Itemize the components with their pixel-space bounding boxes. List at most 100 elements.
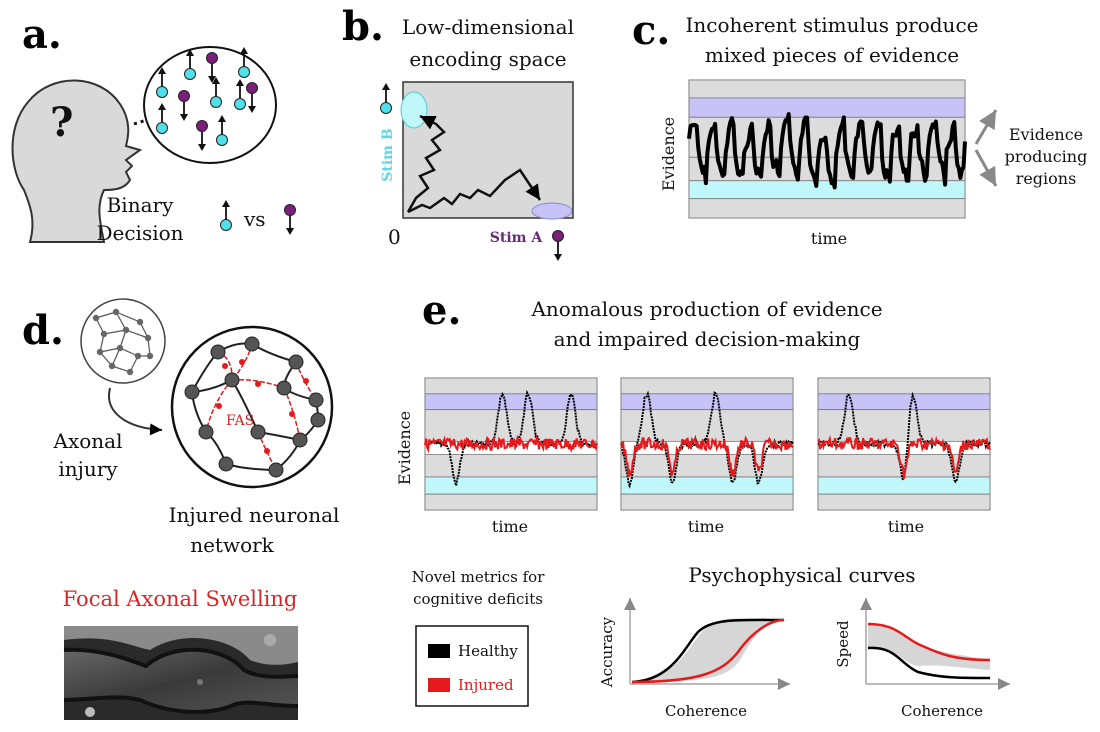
up-dot (184, 49, 196, 80)
stim-b-label: Stim B (380, 128, 396, 182)
swelling (216, 403, 222, 409)
panel-b-label: b. (342, 3, 384, 50)
injured-trace (817, 434, 991, 479)
legend-swatch-injured (428, 678, 450, 692)
down-dot (196, 120, 208, 151)
neuron (184, 384, 200, 400)
injured-network-label-2: network (190, 533, 274, 557)
up-dot (380, 83, 392, 114)
stim-b-region (400, 91, 428, 129)
swelling (255, 381, 261, 387)
neuron (288, 354, 304, 370)
neuron (250, 424, 266, 440)
speed-label: Speed (834, 620, 852, 668)
injured-network-label-1: Injured neuronal (169, 503, 340, 527)
panel-c-xlabel: time (811, 229, 847, 248)
down-dot (552, 230, 564, 261)
swelling (264, 448, 270, 454)
neuron (244, 336, 260, 352)
neuron (276, 380, 292, 396)
accuracy-healthy-curve (631, 618, 785, 684)
legend-label-injured: Injured (458, 676, 514, 694)
decision-trajectory (407, 168, 542, 214)
speed-injured-curve (867, 622, 991, 662)
down-dot (178, 90, 190, 121)
metrics-label-1: Novel metrics for (412, 568, 546, 586)
evidence-trace (687, 112, 967, 190)
panel-c-label: c. (632, 7, 670, 54)
legend-label-healthy: Healthy (458, 642, 518, 660)
axonal-injury-label-2: injury (58, 457, 118, 481)
decision-trajectory-b (406, 114, 446, 213)
coherence-label-1: Coherence (665, 702, 747, 720)
em-micrograph (63, 626, 299, 720)
panel-b-dots (380, 83, 564, 261)
binary-label-1: Binary (107, 193, 174, 217)
up-dot (220, 200, 232, 231)
panel-e-xlabel-2: time (688, 517, 724, 536)
speed-plot (860, 598, 1010, 690)
evidence-plot-3 (817, 377, 991, 511)
accuracy-injured-curve (631, 618, 785, 684)
stim-a-region (531, 202, 573, 220)
binary-choice-dots (220, 200, 296, 235)
encoding-space-box (402, 81, 574, 219)
evidence-regions-label-2: producing (1005, 147, 1088, 166)
neuron (210, 344, 226, 360)
healthy-network (92, 308, 154, 376)
healthy-network-circle (80, 298, 166, 384)
up-dot (156, 103, 168, 134)
panel-d-label: d. (22, 307, 64, 354)
injury-arrow (108, 387, 163, 436)
arrow-to-cyan-region (974, 149, 998, 187)
swelling (303, 378, 309, 384)
neuron (224, 372, 240, 388)
stim-a-label: Stim A (490, 230, 544, 246)
evidence-plot (687, 79, 967, 219)
healthy-trace (620, 390, 794, 489)
head-silhouette (11, 79, 143, 243)
injured-trace (620, 434, 794, 478)
evidence-plot-2 (620, 377, 794, 511)
down-dot (284, 204, 296, 235)
panel-e-title-2: and impaired decision-making (554, 327, 861, 351)
neuron (308, 392, 324, 408)
focal-axonal-swelling-title: Focal Axonal Swelling (63, 587, 298, 611)
evidence-regions-label-3: regions (1016, 169, 1077, 188)
neuron (268, 462, 284, 478)
up-dot (210, 77, 222, 108)
swelling (222, 363, 228, 369)
injured-trace (424, 434, 598, 454)
binary-label-2: Decision (96, 221, 183, 245)
neuron (218, 456, 234, 472)
panel-b-title-1: Low-dimensional (402, 15, 574, 39)
up-dot (216, 115, 228, 146)
legend-swatch-healthy (428, 644, 450, 658)
dot-group (156, 47, 258, 151)
evidence-plot-1 (424, 377, 598, 511)
up-dot (238, 47, 250, 78)
panel-b-title-2: encoding space (409, 47, 566, 71)
panel-a: a. ? Binary Decision vs (11, 11, 296, 245)
evidence-regions-label-1: Evidence (1009, 125, 1083, 144)
swelling (289, 411, 295, 417)
fas-label: FAS (226, 413, 254, 429)
axonal-injury-label-1: Axonal (53, 429, 123, 453)
up-dot (156, 67, 168, 98)
down-dot (206, 52, 218, 83)
panel-a-label: a. (22, 11, 62, 58)
speed-healthy-curve (867, 646, 991, 680)
neuron (198, 424, 214, 440)
panel-e: e. Anomalous production of evidence and … (395, 287, 1010, 720)
injured-network (184, 336, 326, 478)
up-dot (234, 79, 246, 110)
panel-c-title-2: mixed pieces of evidence (705, 43, 959, 67)
legend-box (415, 625, 529, 707)
panel-e-xlabel-3: time (888, 517, 924, 536)
arrow-to-purple-region (974, 109, 998, 145)
panel-c: c. Incoherent stimulus produce mixed pie… (632, 7, 1087, 248)
swelling (239, 359, 245, 365)
down-dot (246, 82, 258, 113)
vs-label: vs (243, 207, 266, 231)
